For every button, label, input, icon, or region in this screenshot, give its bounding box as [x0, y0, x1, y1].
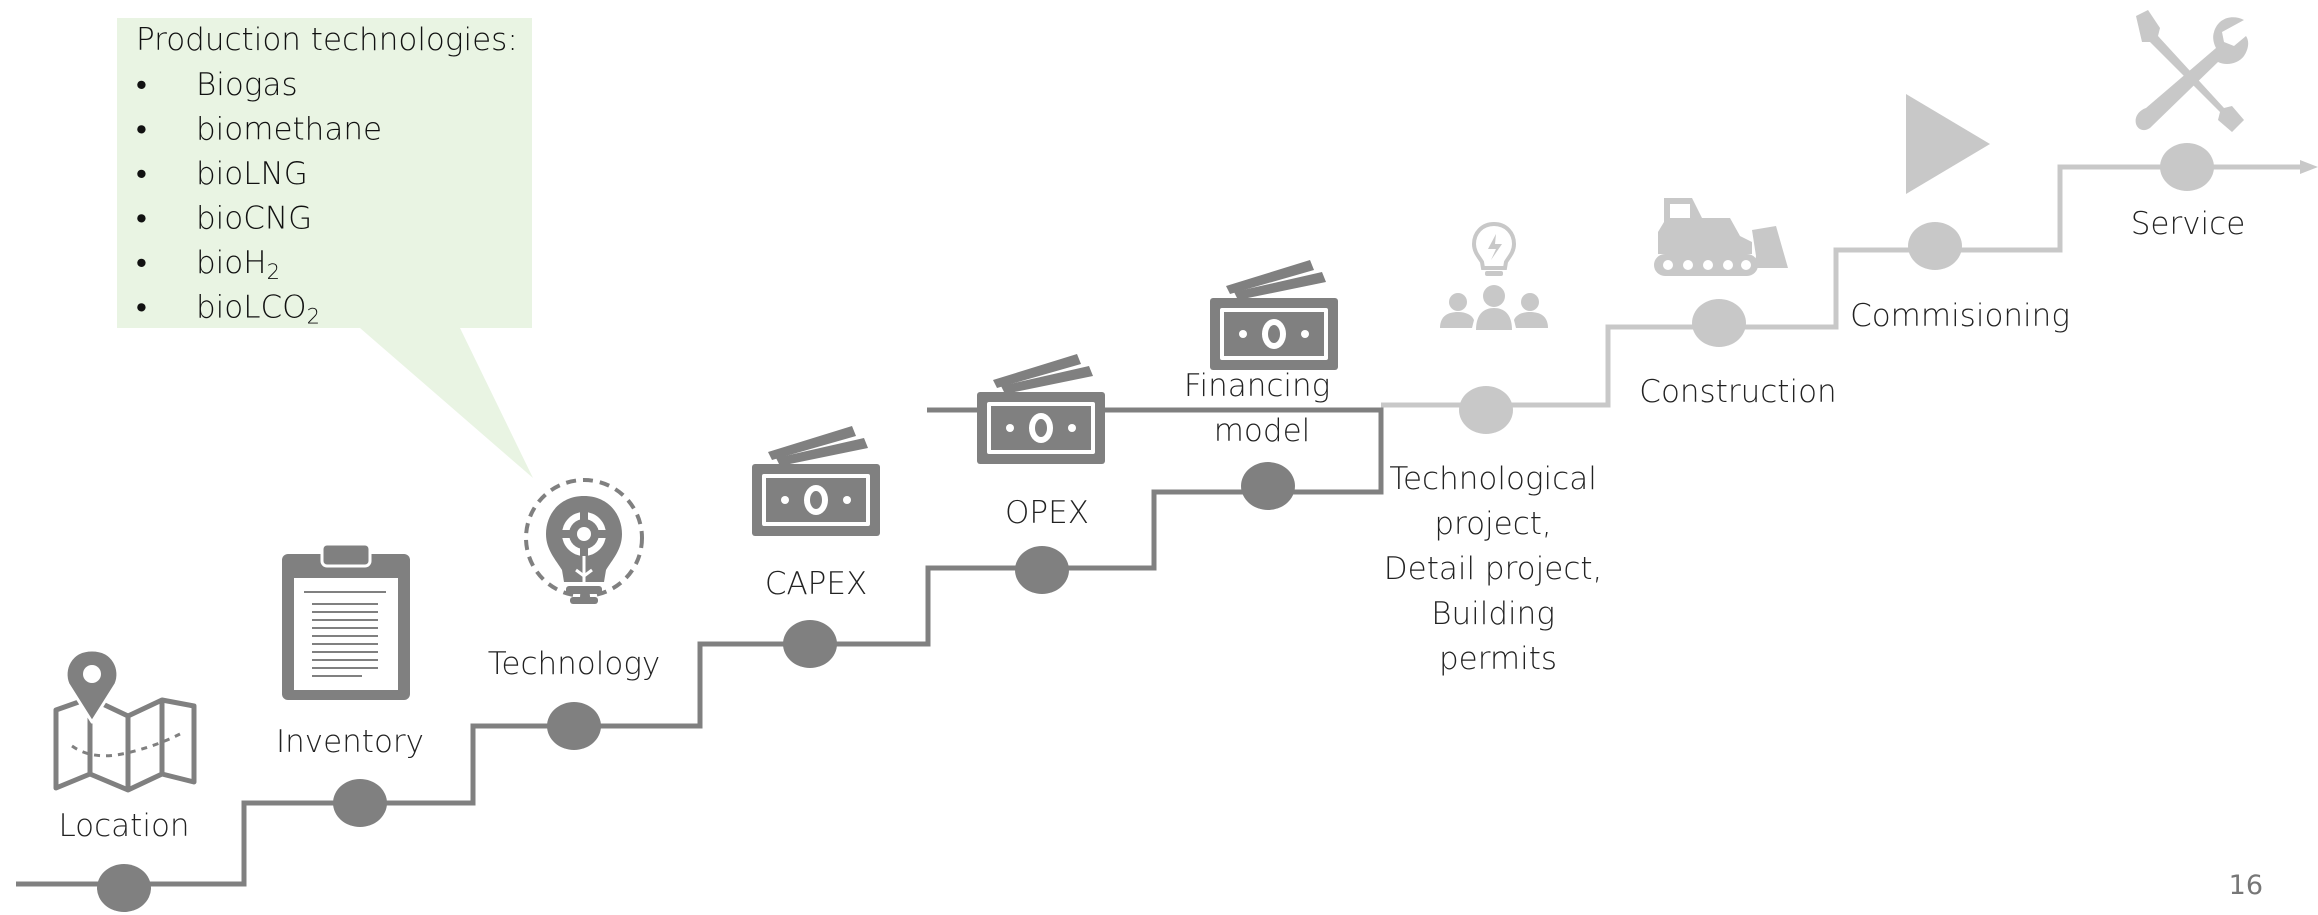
step-node-capex: [783, 620, 837, 668]
step-label-construction: Construction: [1639, 374, 1836, 410]
stair-line-upcoming: [1381, 164, 2300, 408]
callout-title: Production technologies:: [136, 22, 518, 58]
bullet-icon: •: [136, 290, 147, 326]
callout-list-item: Biogas: [196, 67, 298, 103]
team-idea-icon: [1440, 221, 1548, 330]
step-node-opex: [1015, 546, 1069, 594]
step-label-capex: CAPEX: [765, 566, 867, 602]
step-node-technology: [547, 702, 601, 750]
callout-list-item: bioLCO2: [196, 290, 320, 329]
step-node-inventory: [333, 779, 387, 827]
step-label-financing: Financing model: [1184, 368, 1340, 449]
lightbulb-gear-icon: [524, 478, 644, 604]
arrow-head-icon: [2300, 160, 2318, 174]
step-label-service: Service: [2131, 206, 2246, 242]
tools-icon: [2135, 10, 2249, 132]
step-label-location: Location: [58, 808, 189, 844]
stair-line-done: [16, 410, 1384, 887]
money-icon: [977, 354, 1105, 464]
bullet-icon: •: [136, 156, 147, 192]
step-label-technological-project: Technological project, Detail project, B…: [1384, 461, 1612, 677]
bulldozer-icon: [1654, 198, 1788, 276]
step-label-technology: Technology: [488, 646, 661, 682]
step-label-inventory: Inventory: [276, 724, 424, 760]
bullet-icon: •: [136, 67, 147, 103]
money-icon: [752, 426, 880, 536]
step-label-opex: OPEX: [1005, 495, 1089, 531]
clipboard-icon: [282, 542, 410, 700]
step-node-commisioning: [1908, 222, 1962, 270]
play-icon: [1906, 94, 1990, 194]
step-node-financing: [1241, 462, 1295, 510]
callout-list: • Biogas • biomethane • bioLNG • bioCNG • bioH2 • b…: [136, 67, 382, 329]
step-node-construction: [1692, 299, 1746, 347]
map-pin-icon: [53, 648, 197, 793]
step-label-commisioning: Commisioning: [1850, 298, 2070, 334]
step-nodes: [97, 143, 2214, 912]
bullet-icon: •: [136, 112, 147, 148]
callout-list-item: biomethane: [196, 112, 382, 148]
step-node-service: [2160, 143, 2214, 191]
money-icon: [1210, 260, 1338, 370]
step-node-technological-project: [1459, 386, 1513, 434]
page-number: 16: [2229, 870, 2263, 901]
step-node-location: [97, 864, 151, 912]
callout-box: Production technologies: • Biogas • biometh…: [117, 18, 533, 478]
callout-list-item: bioLNG: [196, 156, 308, 192]
bullet-icon: •: [136, 201, 147, 237]
bullet-icon: •: [136, 245, 147, 281]
callout-list-item: bioH2: [196, 245, 280, 284]
callout-list-item: bioCNG: [196, 201, 312, 237]
